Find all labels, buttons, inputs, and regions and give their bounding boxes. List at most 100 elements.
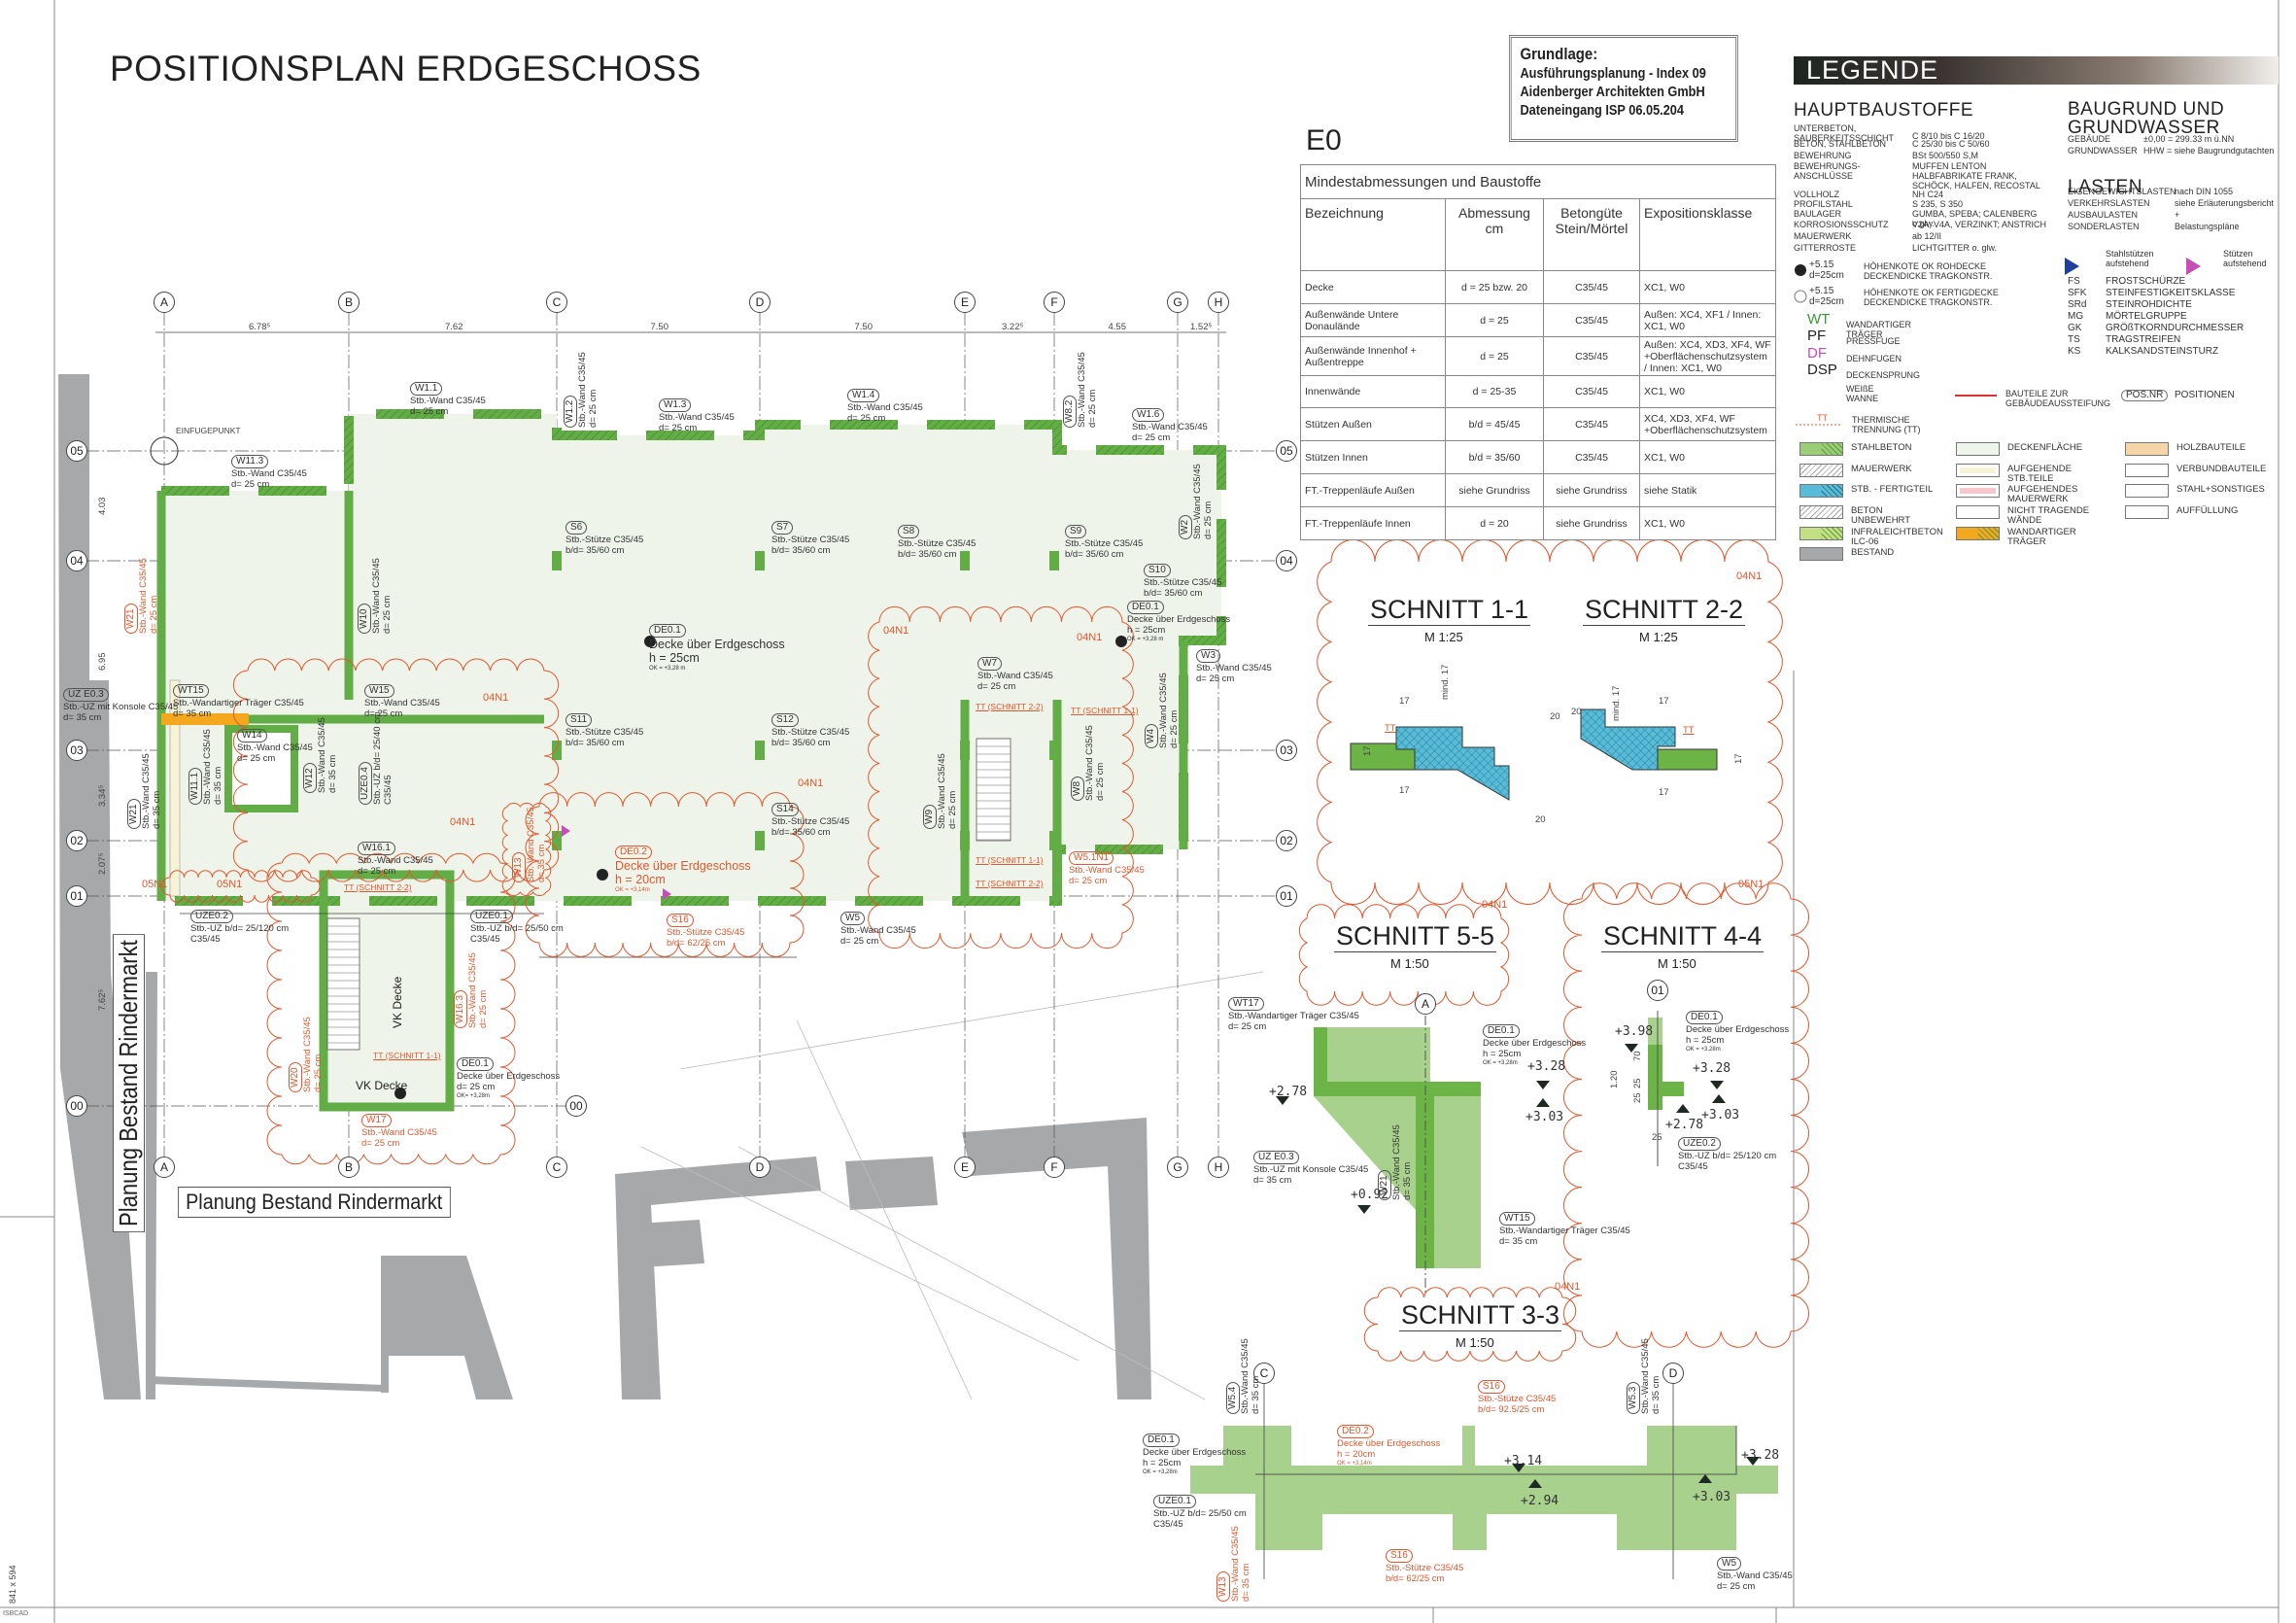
beam-section <box>1314 1096 1481 1268</box>
material-spec: C 8/10 bis C 16/20 <box>1912 131 1985 141</box>
dimension-text: 17 <box>1362 745 1373 756</box>
dimension-text: 70 <box>1632 1051 1643 1061</box>
grid-axis-label: 03 <box>1276 740 1297 761</box>
load-name: AUSBAULASTEN <box>2068 210 2139 220</box>
spec-table: Mindestabmessungen und Baustoffe Bezeich… <box>1300 164 1776 540</box>
dimension-text: 6.95 <box>97 652 108 672</box>
position-desc: d= 35 cm <box>1651 1375 1662 1414</box>
spec-cell: d = 25 <box>1445 336 1544 376</box>
position-desc: d= 25 cm <box>947 790 958 829</box>
column <box>960 831 970 850</box>
symbol-label: WEIßE WANNE <box>1846 384 1879 403</box>
spec-cell: d = 25 <box>1445 303 1544 337</box>
position-tag: UZ E0.3 <box>1253 1151 1299 1164</box>
position-desc: d= 25 cm <box>410 406 449 417</box>
symbol-code: WT <box>1807 311 1831 328</box>
revision-mark: 04N1 <box>1482 899 1508 911</box>
symbol-label: PRESSFUGE <box>1846 336 1901 346</box>
dimension-text: 3.22⁵ <box>1002 322 1024 332</box>
material-swatch <box>1956 527 2000 540</box>
position-desc: d= 35 cm <box>1251 1375 1261 1414</box>
grid-axis-label: G <box>1167 292 1188 313</box>
abbreviation-text: KALKSANDSTEINSTURZ <box>2106 346 2219 357</box>
position-desc: d= 25 cm <box>237 753 276 764</box>
position-tag: W20 <box>289 1062 302 1092</box>
position-desc: Decke über Erdgeschoss <box>1686 1024 1790 1035</box>
position-tag: DE0.2 <box>1337 1425 1374 1438</box>
level-triangle-icon <box>1710 1081 1724 1089</box>
position-desc: Stb.-Wand C35/45 <box>1230 1526 1241 1602</box>
position-desc: d= 25 cm <box>231 479 270 490</box>
spec-cell: siehe Grundriss <box>1445 473 1544 507</box>
position-tag: W21 <box>124 604 138 634</box>
column-aufstehend-icon <box>663 888 671 900</box>
column-header: Expositionsklasse <box>1639 198 1776 271</box>
level-marker-text: +3.98 <box>1615 1024 1654 1039</box>
wall-section <box>1648 1045 1662 1110</box>
grundlage-line: Aidenberger Architekten GmbH <box>1520 85 1705 100</box>
level-marker-text: +3.28 <box>1741 1448 1780 1463</box>
position-desc: Stb.-Wand C35/45 <box>361 1127 437 1138</box>
position-desc: OK = +3,14m <box>1337 1461 1372 1467</box>
dimension-text: 25 <box>1632 1092 1643 1103</box>
position-tag: UZE0.2 <box>190 910 233 923</box>
column-header: Bezeichnung <box>1300 198 1446 271</box>
grid-axis-label: 00 <box>565 1095 587 1117</box>
grid-axis-label: 05 <box>66 440 87 462</box>
wall-section <box>1223 1426 1291 1474</box>
grid-axis-label: D <box>749 1157 771 1178</box>
grid-axis-label: 04 <box>1276 550 1297 571</box>
level-triangle-icon <box>1276 1096 1289 1105</box>
material-name: BEWEHRUNG <box>1794 151 1852 160</box>
position-tag: S8 <box>898 525 920 538</box>
spec-cell: XC4, XD3, XF4, WF +Oberflächenschutzsyst… <box>1639 407 1776 441</box>
position-tag: W4 <box>1145 724 1158 748</box>
position-tag: W5 <box>1717 1557 1741 1571</box>
position-desc: C35/45 <box>1153 1519 1183 1530</box>
position-tag: S7 <box>771 521 794 535</box>
load-name: VERKEHRSLASTEN <box>2068 198 2150 208</box>
abbreviation-text: MÖRTELGRUPPE <box>2106 311 2187 322</box>
spec-cell: XC1, W0 <box>1639 270 1776 304</box>
material-swatch <box>2125 464 2169 477</box>
position-desc: d= 25 cm <box>977 681 1016 692</box>
position-desc: b/d= 35/60 cm <box>1065 549 1124 560</box>
grid-axis-label: B <box>338 1157 360 1178</box>
level-desc: HÖHENKOTE OK ROHDECKE <box>1864 261 1987 271</box>
spec-cell: C35/45 <box>1543 303 1640 337</box>
revision-mark: 04N1 <box>798 777 824 789</box>
position-desc: Stb.-Stütze C35/45 <box>1144 577 1222 588</box>
revision-mark: 04N1 <box>1555 1281 1581 1293</box>
material-swatch <box>1956 464 2000 477</box>
position-desc: Stb.-Wand C35/45 <box>364 698 440 708</box>
position-desc: d= 25 cm <box>478 989 489 1028</box>
position-desc: d= 25 cm <box>1069 876 1108 886</box>
position-tag: W16.3 <box>454 990 467 1028</box>
position-tag: W5 <box>840 912 865 925</box>
position-desc: Stb.-Wand C35/45 <box>302 1017 313 1092</box>
spec-cell: Außenwände Untere Donaulände <box>1300 303 1446 337</box>
floor-label: E0 <box>1306 124 1342 156</box>
existing-building <box>702 1157 821 1200</box>
position-desc: Stb.-Stütze C35/45 <box>565 727 644 738</box>
level-marker-text: +3.28 <box>1527 1059 1566 1074</box>
existing-buildings <box>58 374 1264 1400</box>
legend-heading: LASTEN <box>2068 177 2142 197</box>
site-line <box>640 1146 1079 1362</box>
wall-section <box>1314 1027 1327 1082</box>
stair <box>326 917 360 1051</box>
column-label: Stützen aufstehend <box>2223 249 2267 268</box>
